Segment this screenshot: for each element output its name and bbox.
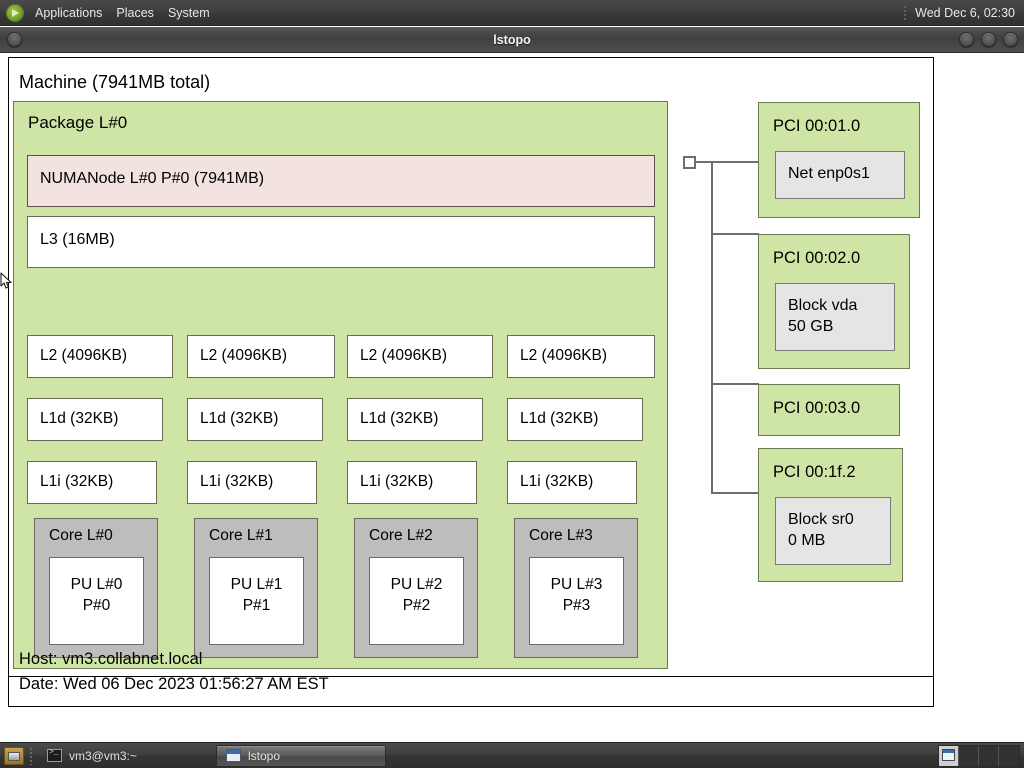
window-title: lstopo (493, 32, 531, 47)
l1d-cache-label-0: L1d (32KB) (40, 410, 119, 427)
pci-tree-line-root (696, 161, 760, 163)
pci-label-0: PCI 00:01.0 (773, 117, 861, 135)
core-label-3: Core L#3 (529, 527, 593, 544)
pci-child-box-1: Block vda 50 GB (775, 283, 895, 351)
package-label: Package L#0 (28, 113, 128, 132)
clock[interactable]: Wed Dec 6, 02:30 (915, 5, 1015, 20)
window-titlebar[interactable]: lstopo (0, 27, 1024, 53)
pci-box-2: PCI 00:03.0 (758, 384, 900, 436)
pu-label-0: PU L#0 P#0 (70, 576, 123, 614)
close-button[interactable] (1003, 32, 1018, 47)
l3-cache-box: L3 (16MB) (27, 216, 655, 268)
distro-logo-icon[interactable] (6, 3, 24, 22)
footer-divider (9, 676, 933, 677)
pu-box-2: PU L#2 P#2 (369, 557, 464, 645)
places-menu[interactable]: Places (116, 5, 154, 20)
l2-cache-box-0: L2 (4096KB) (27, 335, 173, 378)
workspace-1[interactable] (939, 745, 959, 766)
core-box-2: Core L#2 PU L#2 P#2 (354, 518, 478, 658)
terminal-icon (47, 748, 62, 762)
l1i-cache-box-0: L1i (32KB) (27, 461, 157, 504)
pci-box-0: PCI 00:01.0 Net enp0s1 (758, 102, 920, 218)
workspace-3[interactable] (979, 745, 999, 766)
pu-label-2: PU L#2 P#2 (390, 576, 443, 614)
l1d-cache-box-2: L1d (32KB) (347, 398, 483, 441)
l1d-cache-label-2: L1d (32KB) (360, 410, 439, 427)
l2-cache-box-1: L2 (4096KB) (187, 335, 335, 378)
pci-label-2: PCI 00:03.0 (773, 399, 861, 417)
taskbar-item-terminal-label: vm3@vm3:~ (69, 748, 137, 763)
l1i-cache-label-1: L1i (32KB) (200, 473, 274, 490)
l1i-cache-box-2: L1i (32KB) (347, 461, 477, 504)
core-label-1: Core L#1 (209, 527, 273, 544)
pci-tree-root-node (683, 156, 696, 169)
l1d-cache-box-3: L1d (32KB) (507, 398, 643, 441)
footer-host: Host: vm3.collabnet.local (19, 650, 203, 668)
l2-cache-label-1: L2 (4096KB) (200, 347, 288, 364)
core-box-1: Core L#1 PU L#1 P#1 (194, 518, 318, 658)
machine-label: Machine (7941MB total) (19, 72, 211, 92)
pu-box-0: PU L#0 P#0 (49, 557, 144, 645)
l1i-cache-box-3: L1i (32KB) (507, 461, 637, 504)
pu-label-1: PU L#1 P#1 (230, 576, 283, 614)
window-menu-button[interactable] (7, 32, 22, 47)
pci-tree-branch-3 (711, 492, 759, 494)
pci-tree-branch-1 (711, 233, 759, 235)
l3-cache-label: L3 (16MB) (40, 231, 115, 248)
numanode-box: NUMANode L#0 P#0 (7941MB) (27, 155, 655, 207)
l1i-cache-label-3: L1i (32KB) (520, 473, 594, 490)
workspace-2[interactable] (959, 745, 979, 766)
workspace-4[interactable] (999, 745, 1019, 766)
window-icon (226, 749, 241, 762)
l1i-cache-label-2: L1i (32KB) (360, 473, 434, 490)
pci-box-1: PCI 00:02.0 Block vda 50 GB (758, 234, 910, 369)
taskbar-item-lstopo-label: lstopo (248, 748, 281, 763)
footer-date: Date: Wed 06 Dec 2023 01:56:27 AM EST (19, 675, 329, 693)
taskbar-drag-handle-icon[interactable] (29, 746, 33, 765)
pci-child-box-3: Block sr0 0 MB (775, 497, 891, 565)
maximize-button[interactable] (981, 32, 996, 47)
pu-box-3: PU L#3 P#3 (529, 557, 624, 645)
workspace-switcher[interactable] (938, 744, 1020, 767)
top-panel: Applications Places System Wed Dec 6, 02… (0, 0, 1024, 26)
pci-child-label-3: Block sr0 0 MB (788, 511, 854, 549)
l1d-cache-box-1: L1d (32KB) (187, 398, 323, 441)
l1i-cache-box-1: L1i (32KB) (187, 461, 317, 504)
pci-label-1: PCI 00:02.0 (773, 249, 861, 267)
panel-drag-handle-icon[interactable] (903, 4, 908, 21)
taskbar-item-lstopo[interactable]: lstopo (216, 744, 386, 767)
pci-child-box-0: Net enp0s1 (775, 151, 905, 199)
l1d-cache-label-3: L1d (32KB) (520, 410, 599, 427)
taskbar-item-terminal[interactable]: vm3@vm3:~ (38, 745, 216, 767)
l2-cache-label-0: L2 (4096KB) (40, 347, 128, 364)
show-desktop-icon[interactable] (4, 746, 24, 765)
pci-tree-branch-2 (711, 383, 759, 385)
numanode-label: NUMANode L#0 P#0 (7941MB) (40, 170, 265, 187)
l2-cache-box-3: L2 (4096KB) (507, 335, 655, 378)
pu-label-3: PU L#3 P#3 (550, 576, 603, 614)
window-controls (959, 32, 1018, 47)
core-label-0: Core L#0 (49, 527, 113, 544)
core-box-0: Core L#0 PU L#0 P#0 (34, 518, 158, 658)
minimize-button[interactable] (959, 32, 974, 47)
pci-child-label-1: Block vda 50 GB (788, 297, 858, 335)
lstopo-topology-canvas: Machine (7941MB total) Package L#0 NUMAN… (0, 54, 1024, 735)
core-label-2: Core L#2 (369, 527, 433, 544)
pu-box-1: PU L#1 P#1 (209, 557, 304, 645)
taskbar: vm3@vm3:~ lstopo (0, 742, 1024, 768)
pci-box-3: PCI 00:1f.2 Block sr0 0 MB (758, 448, 903, 582)
pci-tree-trunk (711, 161, 713, 494)
l1i-cache-label-0: L1i (32KB) (40, 473, 114, 490)
pci-child-label-0: Net enp0s1 (788, 165, 870, 182)
l1d-cache-label-1: L1d (32KB) (200, 410, 279, 427)
l2-cache-label-2: L2 (4096KB) (360, 347, 448, 364)
system-menu[interactable]: System (167, 5, 210, 20)
l1d-cache-box-0: L1d (32KB) (27, 398, 163, 441)
pci-label-3: PCI 00:1f.2 (773, 463, 856, 481)
l2-cache-box-2: L2 (4096KB) (347, 335, 493, 378)
applications-menu[interactable]: Applications (35, 5, 103, 20)
core-box-3: Core L#3 PU L#3 P#3 (514, 518, 638, 658)
l2-cache-label-3: L2 (4096KB) (520, 347, 608, 364)
